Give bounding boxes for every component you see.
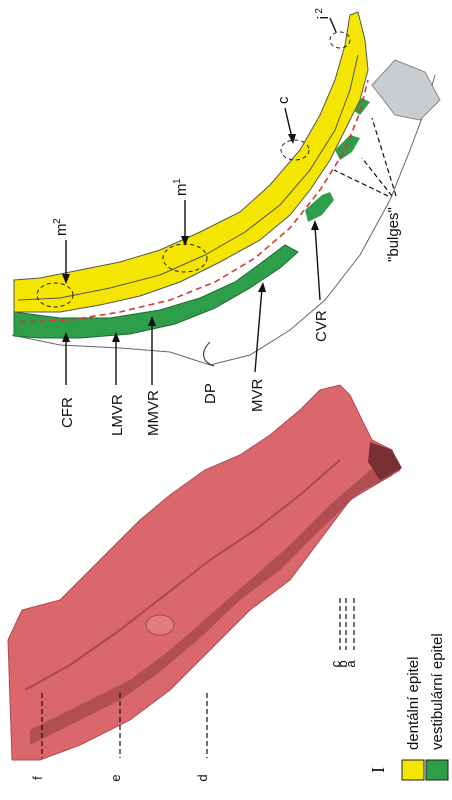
model-bump: [146, 615, 174, 635]
label-m1-sup: 1: [172, 178, 183, 184]
label-m2: m: [53, 224, 70, 237]
label-d: d: [195, 774, 210, 781]
label-mvr: MVR: [249, 379, 266, 413]
label-lmvr: LMVR: [109, 394, 126, 436]
model-body: [8, 385, 400, 760]
schematic: m 2 m 1 c i 2 CFR LMVR MMVR DP MVR CVR "…: [12, 8, 440, 436]
legend-swatch-vestibular: [426, 760, 448, 780]
label-c-schema: c: [275, 96, 292, 104]
label-m1: m: [173, 184, 190, 197]
label-i2: i: [315, 16, 332, 19]
legend-label-vestibular: vestibulární epitel: [429, 633, 446, 750]
label-mmvr: MMVR: [145, 390, 162, 436]
legend-swatch-dental: [402, 760, 424, 780]
label-cvr: CVR: [313, 310, 330, 342]
label-bulges: "bulges": [385, 207, 402, 262]
label-a: a: [343, 660, 358, 668]
dp-curve: [204, 342, 214, 366]
label-i2-sup: 2: [314, 8, 325, 14]
label-f: f: [30, 776, 45, 780]
legend: I dentální epitel vestibulární epitel: [368, 633, 448, 780]
label-dp: DP: [202, 383, 219, 404]
arrow-mvr: [255, 288, 262, 372]
bulges-leader-1: [334, 170, 388, 196]
vestibular-ridge-cvr: [305, 192, 334, 222]
panel-numeral: I: [368, 767, 388, 773]
label-m2-sup: 2: [52, 218, 63, 224]
bulges-leader-3: [372, 118, 396, 196]
label-cfr: CFR: [59, 397, 76, 428]
arrowhead-mvr: [258, 282, 266, 292]
legend-label-dental: dentální epitel: [405, 657, 422, 750]
arrowhead-c: [288, 134, 296, 144]
gray-region: [372, 60, 440, 120]
model-3d-reconstruction: f e d c b a: [8, 385, 402, 782]
arrowhead-cvr: [311, 220, 319, 230]
arrow-cvr: [315, 226, 320, 300]
label-e: e: [108, 774, 123, 781]
arrow-c: [285, 108, 292, 138]
